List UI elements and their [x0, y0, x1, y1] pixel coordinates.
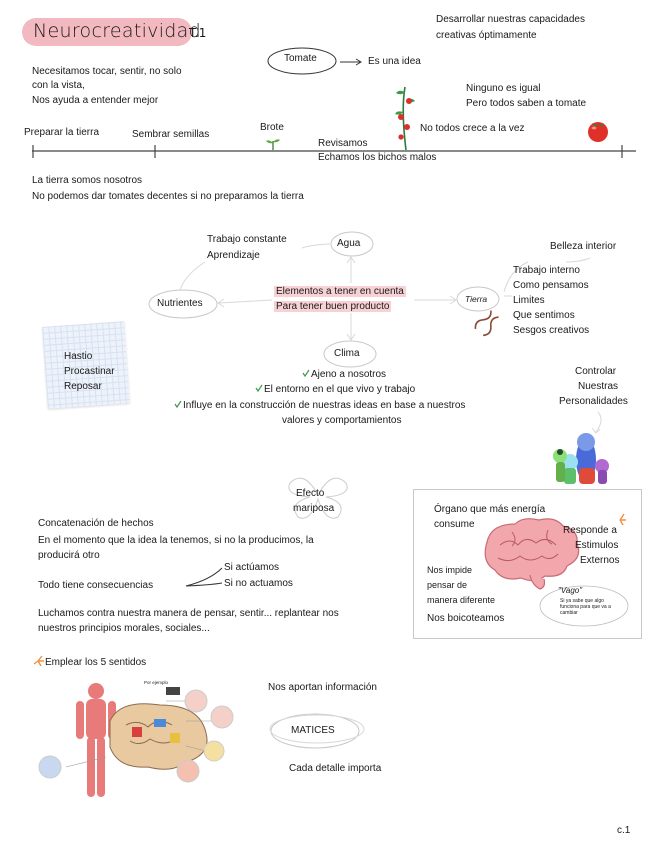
- info-label: Nos aportan información: [268, 681, 377, 695]
- prevents-2: pensar de: [427, 578, 467, 592]
- fight-line-2: nuestros principios morales, sociales...: [38, 622, 210, 636]
- control-line-1: Controlar: [575, 365, 616, 379]
- timeline-review-1: Revisamos: [318, 137, 367, 151]
- climate-line-3: Influye en la construcción de nuestras i…: [183, 399, 465, 413]
- example-label: Por ejemplo: [144, 680, 168, 686]
- node-soil: Tierra: [465, 292, 487, 306]
- goal-line-2: creativas óptimamente: [436, 29, 537, 43]
- timeline-review-2: Echamos los bichos malos: [318, 151, 436, 165]
- senses-illustration: [36, 681, 242, 801]
- soil-list-3: Limites: [513, 294, 545, 308]
- climate-line-1: Ajeno a nosotros: [311, 368, 386, 382]
- responds-1: Responde a: [563, 524, 617, 538]
- page-number: c.1: [617, 824, 630, 838]
- climate-line-4: valores y comportamientos: [282, 414, 402, 428]
- lazy-label: "Vago": [558, 584, 582, 598]
- unique-line-1: Ninguno es igual: [466, 82, 541, 96]
- organ-line-1: Órgano que más energía: [434, 503, 545, 517]
- water-note-2: Aprendizaje: [207, 249, 260, 263]
- butterfly-2: mariposa: [293, 502, 334, 516]
- central-line-2: Para tener buen producto: [274, 300, 391, 314]
- fight-line-1: Luchamos contra nuestra manera de pensar…: [38, 607, 339, 621]
- prevents-1: Nos impide: [427, 563, 472, 577]
- responds-2: Estimulos: [575, 539, 618, 553]
- self-sabotage: Nos boicoteamos: [427, 612, 504, 626]
- note-line-2: Procastinar: [64, 365, 115, 379]
- intro-line-1: Necesitamos tocar, sentir, no solo: [32, 65, 182, 79]
- moment-line-1: En el momento que la idea la tenemos, si…: [38, 534, 314, 548]
- tomato-bubble: Tomate: [284, 52, 317, 66]
- intro-line-2: con la vista,: [32, 79, 85, 93]
- note-line-1: Hastio: [64, 350, 92, 364]
- butterfly-1: Efecto: [296, 487, 324, 501]
- organ-line-2: consume: [434, 518, 475, 532]
- soil-list-1: Trabajo interno: [513, 264, 580, 278]
- ground-line-1: La tierra somos nosotros: [32, 174, 142, 188]
- node-nutrients: Nutrientes: [157, 297, 203, 311]
- water-note-1: Trabajo constante: [207, 233, 287, 247]
- if-not-act: Si no actuamos: [224, 577, 293, 591]
- unique-line-2: Pero todos saben a tomate: [466, 97, 586, 111]
- timeline-not-all: No todos crece a la vez: [420, 122, 525, 136]
- control-line-3: Personalidades: [559, 395, 628, 409]
- ground-line-2: No podemos dar tomates decentes si no pr…: [32, 190, 304, 204]
- detail-label: Cada detalle importa: [289, 762, 381, 776]
- consequences: Todo tiene consecuencias: [38, 579, 153, 593]
- soil-list-4: Que sentimos: [513, 309, 575, 323]
- timeline-sprout: Brote: [260, 121, 284, 135]
- goal-line-1: Desarrollar nuestras capacidades: [436, 13, 585, 27]
- moment-line-2: producirá otro: [38, 549, 100, 563]
- responds-3: Externos: [580, 554, 619, 568]
- node-climate: Clima: [334, 347, 360, 361]
- intro-line-3: Nos ayuda a entender mejor: [32, 94, 158, 108]
- if-act: Si actúamos: [224, 561, 279, 575]
- note-line-3: Reposar: [64, 380, 102, 394]
- prevents-3: manera diferente: [427, 593, 495, 607]
- control-line-2: Nuestras: [578, 380, 618, 394]
- inner-beauty: Belleza interior: [550, 240, 616, 254]
- node-water: Agua: [337, 237, 360, 251]
- timeline-prep: Preparar la tierra: [24, 126, 99, 140]
- concat-heading: Concatenación de hechos: [38, 517, 154, 531]
- idea-label: Es una idea: [368, 55, 421, 69]
- senses-heading: Emplear los 5 sentidos: [45, 656, 146, 670]
- nuances-label: MATICES: [291, 724, 335, 738]
- lazy-note: Si ya sabe que algo funciona para que va…: [560, 598, 618, 616]
- climate-line-2: El entorno en el que vivo y trabajo: [264, 383, 415, 397]
- central-line-1: Elementos a tener en cuenta: [274, 285, 406, 299]
- soil-list-5: Sesgos creativos: [513, 324, 589, 338]
- soil-list-2: Como pensamos: [513, 279, 589, 293]
- timeline-sow: Sembrar semillas: [132, 128, 209, 142]
